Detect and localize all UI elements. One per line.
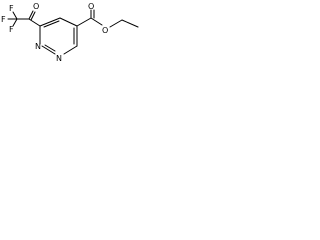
bond-ketone-co-b (30, 11, 36, 21)
atom-label-n-left: N (35, 42, 41, 51)
ring-bond-1-inner (43, 20, 60, 28)
molecule-drawing: F F F O N N O O (1, 2, 139, 63)
bond-ketone-co-a (28, 10, 34, 20)
ring-bond-2 (59, 17, 78, 27)
bond-c-f-bottom (12, 18, 18, 27)
atom-label-f-top: F (9, 4, 14, 13)
structure-diagram: F F F O N N O O (0, 0, 144, 74)
ring-bond-4 (63, 45, 78, 55)
ring-bond-1 (39, 17, 61, 27)
atom-label-n-bottom: N (56, 54, 62, 63)
atom-label-f-left: F (1, 15, 6, 24)
ring-bond-5 (41, 45, 56, 55)
bond-ring-ester (76, 17, 92, 27)
ring-bond-5-inner (44, 44, 56, 52)
atom-label-f-bottom: F (9, 25, 14, 34)
bond-c-f-top (12, 11, 18, 20)
bond-ketone-ring (28, 18, 41, 27)
atom-label-o-ester: O (102, 26, 108, 35)
bond-o-ch2 (109, 19, 123, 28)
atom-label-o-carbonyl: O (88, 2, 94, 11)
bond-ch2-ch3 (121, 19, 139, 28)
bond-ester-o (90, 17, 103, 26)
atom-label-o-ketone: O (33, 2, 39, 11)
